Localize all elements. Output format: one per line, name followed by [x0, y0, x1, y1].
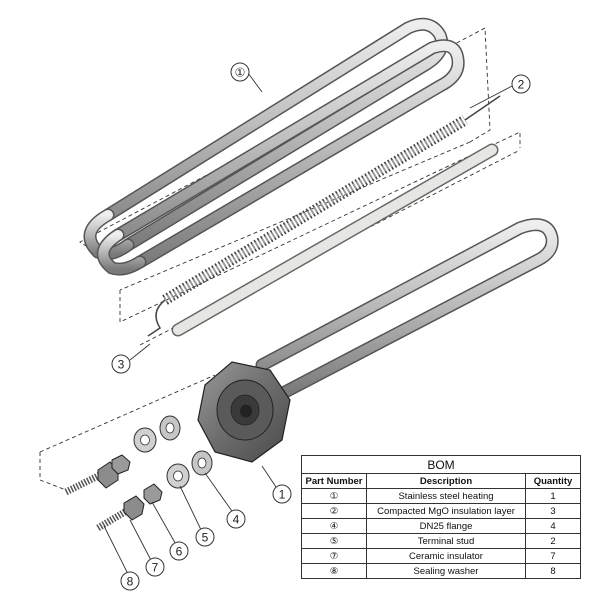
svg-text:6: 6: [176, 545, 183, 559]
callout-1-top: ①: [230, 62, 250, 82]
bom-title: BOM: [301, 455, 581, 474]
bom-cell-quantity: 2: [525, 533, 581, 549]
bom-cell-quantity: 8: [525, 563, 581, 579]
table-row: ① Stainless steel heating 1: [301, 488, 581, 504]
flange-nut: [197, 361, 291, 463]
svg-text:7: 7: [152, 561, 159, 575]
callout-6: 6: [169, 541, 189, 561]
svg-text:2: 2: [518, 78, 525, 92]
bom-cell-quantity: 3: [525, 503, 581, 519]
heating-element-upper: [83, 17, 465, 276]
bom-cell-part: ④: [301, 518, 367, 534]
callout-4: 4: [226, 509, 246, 529]
bom-cell-quantity: 7: [525, 548, 581, 564]
bom-cell-description: Stainless steel heating: [366, 488, 526, 504]
bom-cell-description: Ceramic insulator: [366, 548, 526, 564]
bom-table: BOM Part Number Description Quantity ① S…: [301, 455, 581, 579]
bom-header-quantity: Quantity: [525, 473, 581, 489]
table-row: ⑤ Terminal stud 2: [301, 533, 581, 549]
resistance-coil: [147, 95, 501, 337]
heating-element-assembled: [255, 218, 559, 399]
terminal-studs: [64, 454, 163, 532]
bom-header-part-number: Part Number: [301, 473, 367, 489]
svg-text:8: 8: [127, 575, 134, 589]
bom-cell-part: ⑧: [301, 563, 367, 579]
table-row: ② Compacted MgO insulation layer 3: [301, 503, 581, 519]
washers: [133, 415, 213, 489]
bom-cell-description: Sealing washer: [366, 563, 526, 579]
svg-text:4: 4: [233, 513, 240, 527]
bom-title-row: BOM: [301, 455, 581, 474]
mgo-insulation-rod: [171, 143, 499, 337]
bom-cell-part: ⑤: [301, 533, 367, 549]
bom-cell-part: ⑦: [301, 548, 367, 564]
bom-header-row: Part Number Description Quantity: [301, 473, 581, 489]
bom-cell-part: ①: [301, 488, 367, 504]
callout-2: 2: [511, 74, 531, 94]
bom-cell-description: Compacted MgO insulation layer: [366, 503, 526, 519]
callout-3: 3: [111, 354, 131, 374]
svg-text:3: 3: [118, 358, 125, 372]
bom-cell-quantity: 4: [525, 518, 581, 534]
callout-7: 7: [145, 557, 165, 577]
bom-cell-part: ②: [301, 503, 367, 519]
svg-text:①: ①: [235, 66, 246, 80]
table-row: ⑧ Sealing washer 8: [301, 563, 581, 579]
bom-cell-description: Terminal stud: [366, 533, 526, 549]
callout-8: 8: [120, 571, 140, 591]
callout-1-flange: 1: [272, 484, 292, 504]
bom-header-description: Description: [366, 473, 526, 489]
table-row: ⑦ Ceramic insulator 7: [301, 548, 581, 564]
bom-cell-description: DN25 flange: [366, 518, 526, 534]
svg-text:5: 5: [202, 531, 209, 545]
callout-5: 5: [195, 527, 215, 547]
bom-cell-quantity: 1: [525, 488, 581, 504]
svg-text:1: 1: [279, 488, 286, 502]
table-row: ④ DN25 flange 4: [301, 518, 581, 534]
